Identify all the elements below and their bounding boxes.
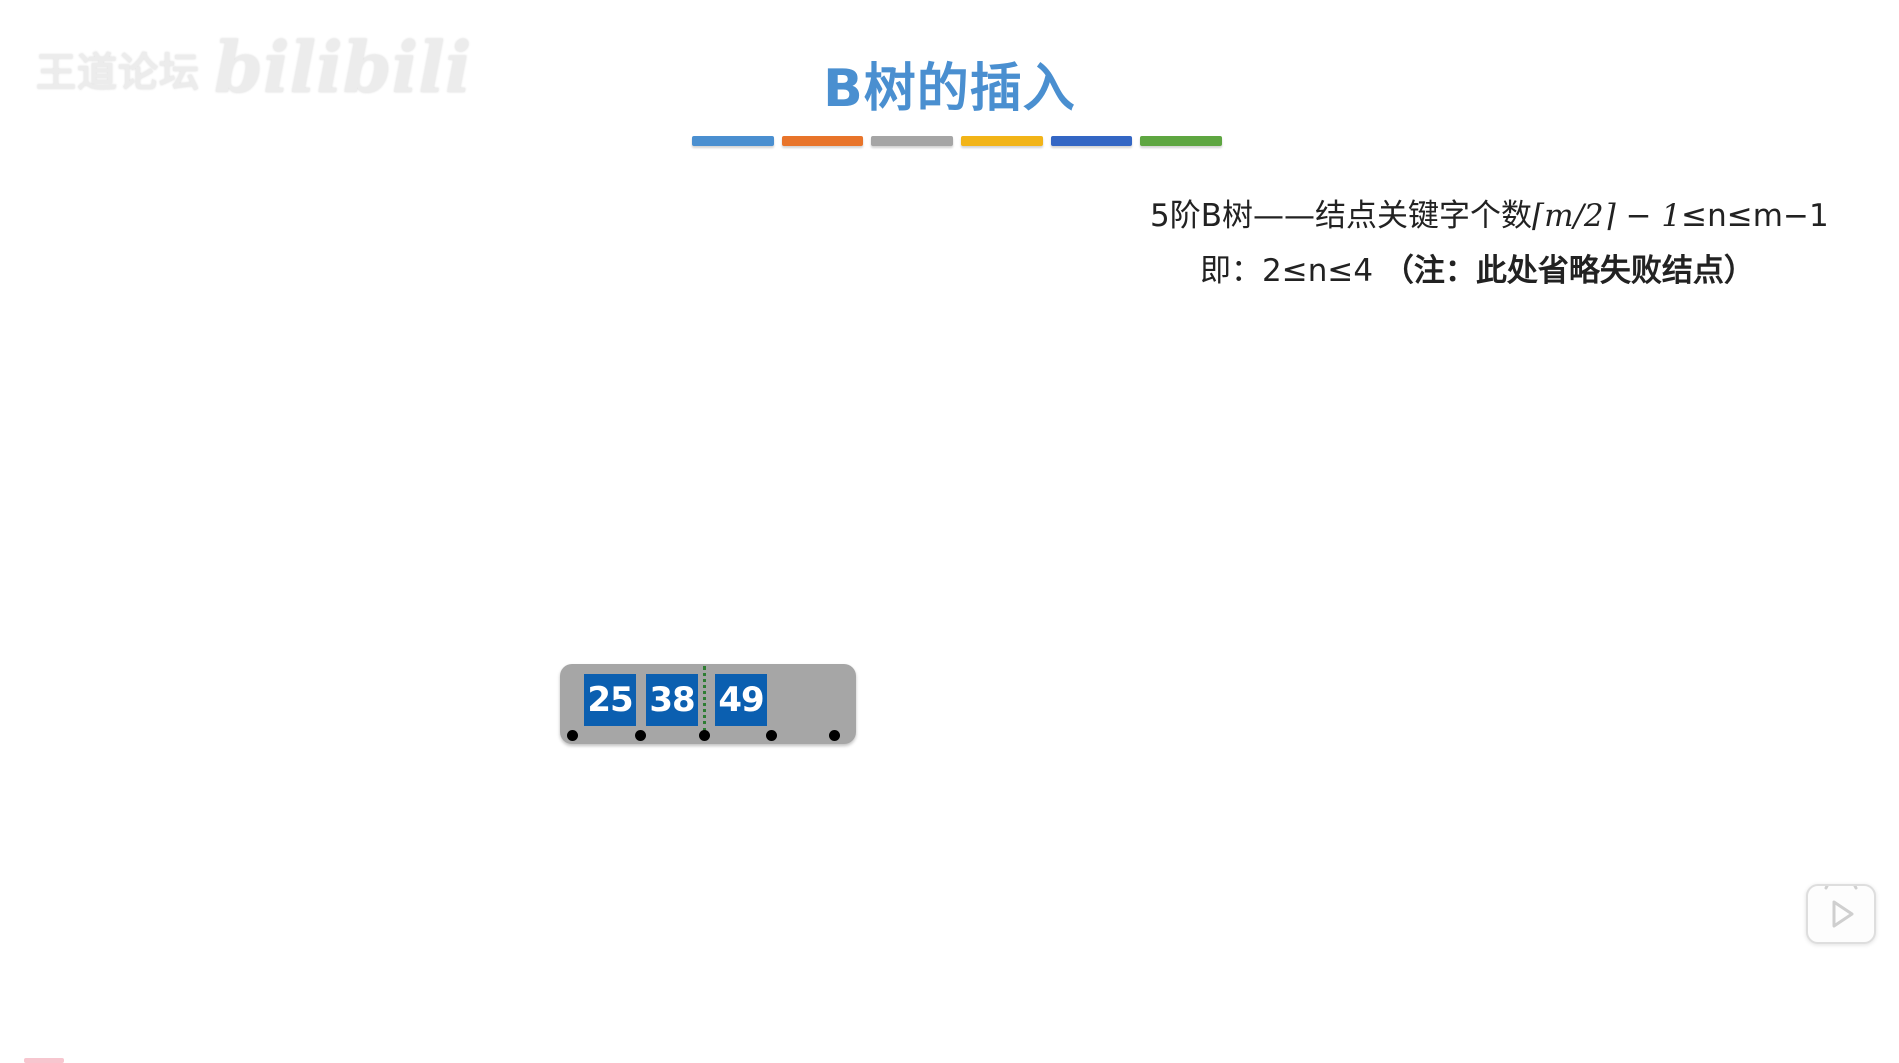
note-line-2: 即：2≤n≤4 （注：此处省略失败结点） <box>1200 245 1870 290</box>
note-line-1: 5阶B树——结点关键字个数⌈m/2⌉ − 1≤n≤m−1 <box>1150 190 1870 235</box>
color-bar-segment-4 <box>961 136 1043 146</box>
bilibili-watermark: 王道论坛 bilibili <box>36 26 471 109</box>
child-pointer-1 <box>567 730 578 741</box>
color-bar-segment-3 <box>871 136 954 146</box>
play-triangle-icon <box>1824 886 1858 928</box>
note-line1-prefix: 5阶B树——结点关键字个数 <box>1150 198 1532 234</box>
child-pointer-5 <box>829 730 840 741</box>
color-bar-segment-5 <box>1050 136 1133 146</box>
corner-marker <box>24 1058 64 1063</box>
slide-title: B树的插入 <box>823 59 1076 119</box>
color-bar-segment-2 <box>781 136 864 146</box>
play-icon[interactable] <box>1806 884 1876 944</box>
btree-key-2: 38 <box>646 674 698 726</box>
watermark-brand-logo: bilibili <box>214 26 472 109</box>
note-line2-prefix: 即：2≤n≤4 <box>1200 253 1383 289</box>
title-color-bar <box>692 136 1223 148</box>
watermark-text: 王道论坛 <box>36 50 200 96</box>
btree-key-1: 25 <box>584 674 636 726</box>
note-line1-suffix: ≤n≤m−1 <box>1681 198 1829 234</box>
child-pointer-3 <box>699 730 710 741</box>
color-bar-segment-1 <box>692 136 774 146</box>
split-marker-line <box>703 666 706 732</box>
child-pointer-4 <box>766 730 777 741</box>
child-pointer-2 <box>635 730 646 741</box>
note-line2-bold: （注：此处省略失败结点） <box>1382 253 1755 289</box>
note-line1-formula: ⌈m/2⌉ − 1 <box>1532 198 1682 234</box>
btree-rule-note: 5阶B树——结点关键字个数⌈m/2⌉ − 1≤n≤m−1 即：2≤n≤4 （注：… <box>1150 190 1870 290</box>
color-bar-segment-6 <box>1140 136 1223 146</box>
btree-key-3: 49 <box>715 674 767 726</box>
btree-node: 25 38 49 <box>560 664 856 744</box>
